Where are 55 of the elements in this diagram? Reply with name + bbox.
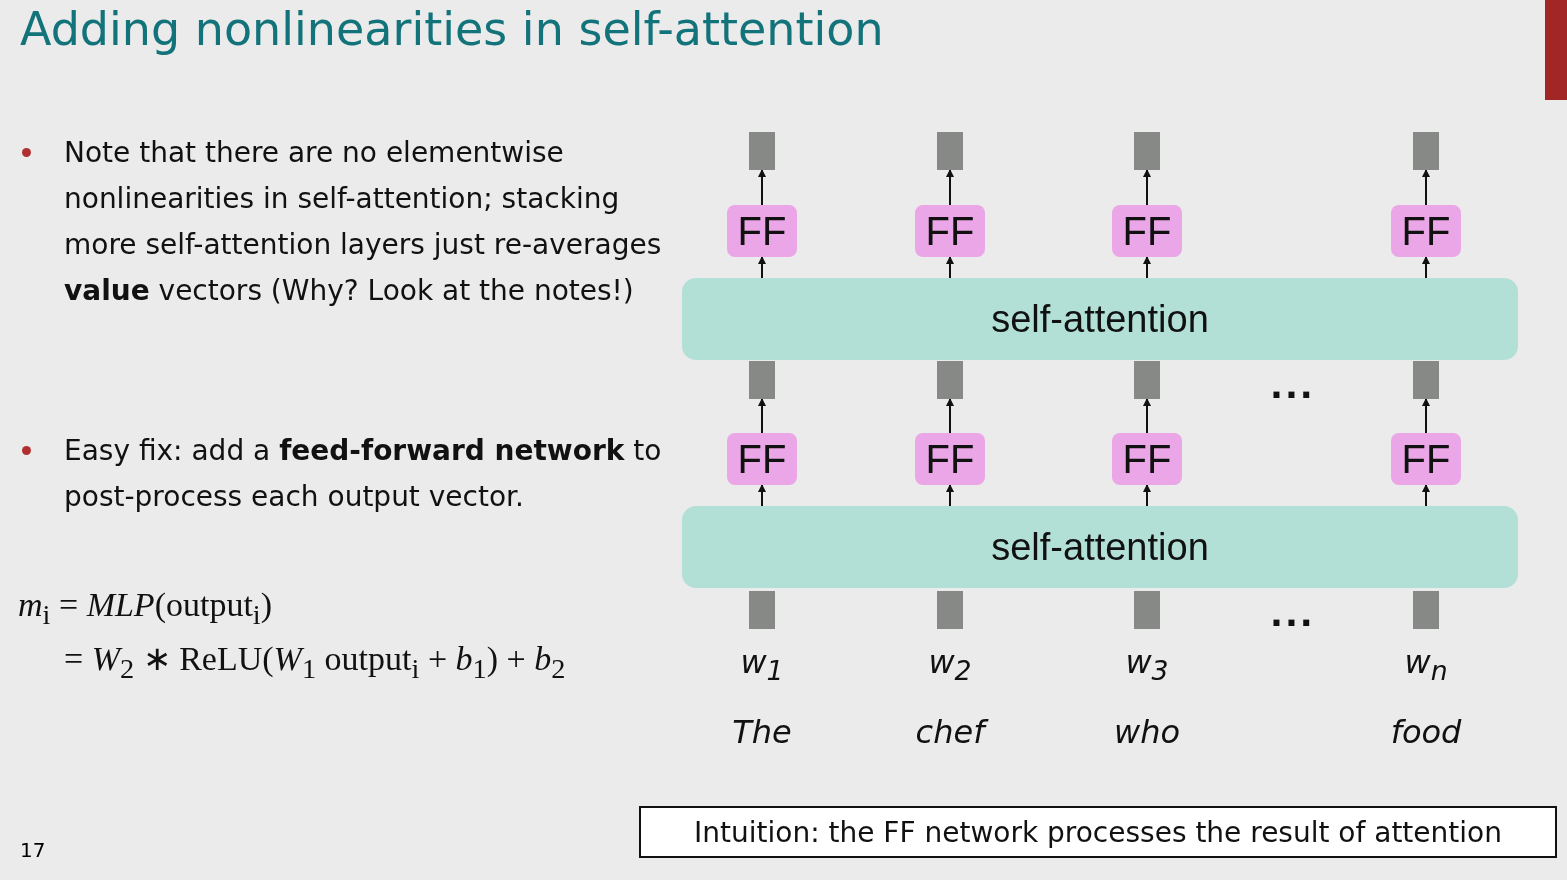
formula-line: m$_{i}$ = MLP(output$_{i}$) <box>18 586 273 631</box>
vector-box <box>1413 132 1439 170</box>
vector-box <box>749 591 775 629</box>
vector-box <box>1134 591 1160 629</box>
word-symbol: w$_{1}$ <box>739 643 785 687</box>
ff-box: FF <box>1112 433 1182 485</box>
vector-box <box>937 361 963 399</box>
ff-box: FF <box>1391 433 1461 485</box>
ellipsis: ... <box>1270 366 1315 406</box>
bullet-text: Easy fix: add a feed-forward network to post-process each output vector. <box>64 433 663 515</box>
vector-box <box>1413 591 1439 629</box>
word-symbol: w$_{2}$ <box>927 643 973 687</box>
intuition-box: Intuition: the FF network processes the result of attention <box>639 806 1557 858</box>
arrow <box>946 256 954 279</box>
arrow <box>1422 256 1430 279</box>
arrow <box>758 484 766 507</box>
ff-box: FF <box>1112 205 1182 257</box>
page-number: 17 <box>20 838 46 862</box>
arrow <box>1422 169 1430 206</box>
arrow <box>758 398 766 434</box>
arrow <box>758 169 766 206</box>
vector-box <box>1134 132 1160 170</box>
vector-box <box>749 132 775 170</box>
ff-box: FF <box>915 205 985 257</box>
ff-box: FF <box>727 205 797 257</box>
self-attention-band: self-attention <box>682 278 1518 360</box>
arrow <box>946 169 954 206</box>
arrow <box>758 256 766 279</box>
word-label: The <box>731 713 793 751</box>
ff-box: FF <box>1391 205 1461 257</box>
word-label: food <box>1389 713 1463 751</box>
arrow <box>1422 398 1430 434</box>
slide-title: Adding nonlinearities in self-attention <box>20 2 884 56</box>
arrow <box>946 398 954 434</box>
word-label: chef <box>890 713 1010 751</box>
vector-box <box>1413 361 1439 399</box>
arrow <box>1143 398 1151 434</box>
vector-box <box>937 132 963 170</box>
arrow <box>946 484 954 507</box>
formula-line: = W$_{2}$ ∗ ReLU(W$_{1}$ output$_{i}$ + b$_{1}$) + b$_{2}$ <box>64 639 566 685</box>
vector-box <box>937 591 963 629</box>
word-label: who <box>1113 713 1181 751</box>
vector-box <box>749 361 775 399</box>
ellipsis: ... <box>1270 594 1315 634</box>
arrow <box>1143 256 1151 279</box>
word-symbol: w$_{3}$ <box>1124 643 1170 687</box>
ff-box: FF <box>915 433 985 485</box>
word-symbol: w$_{n}$ <box>1403 643 1449 687</box>
arrow <box>1422 484 1430 507</box>
ff-box: FF <box>727 433 797 485</box>
arrow <box>1143 484 1151 507</box>
vector-box <box>1134 361 1160 399</box>
bullet-text: Note that there are no elementwise nonlinearities in self-attention; stacking more self-attention layers just re-averages value vectors (Why? Look at the notes!) <box>64 135 663 309</box>
arrow <box>1143 169 1151 206</box>
self-attention-band: self-attention <box>682 506 1518 588</box>
